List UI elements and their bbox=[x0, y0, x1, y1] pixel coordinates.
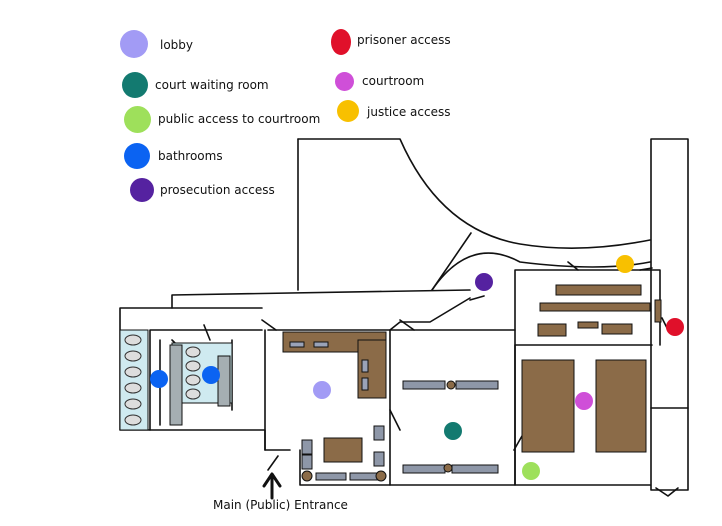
corridor-divider bbox=[431, 232, 472, 291]
lobby-marker bbox=[313, 381, 331, 399]
upper-hall-outline bbox=[297, 138, 651, 249]
sink bbox=[185, 388, 201, 400]
public-access-marker bbox=[522, 462, 540, 480]
location-markers bbox=[150, 255, 684, 480]
lobby-chair bbox=[373, 425, 385, 441]
toilet bbox=[124, 350, 142, 362]
prisoner-marker bbox=[666, 318, 684, 336]
waiting-bench bbox=[402, 464, 446, 474]
legend-dot-prisoner-access bbox=[331, 29, 351, 55]
waiting-bench bbox=[402, 380, 446, 390]
clerk-desk bbox=[539, 302, 651, 312]
counter-equipment bbox=[313, 341, 329, 348]
restroom-tile-left bbox=[119, 329, 149, 431]
main-entrance-label: Main (Public) Entrance bbox=[213, 498, 348, 512]
prosecution-marker bbox=[475, 273, 493, 291]
lobby-walls bbox=[264, 329, 391, 486]
waiting-room-marker bbox=[444, 422, 462, 440]
counter-equipment bbox=[361, 359, 369, 373]
counsel-table bbox=[577, 321, 599, 329]
toilet bbox=[124, 414, 142, 426]
counsel-table bbox=[601, 323, 633, 335]
legend-dot-bathrooms bbox=[124, 143, 150, 169]
courtroom-marker bbox=[575, 392, 593, 410]
counter-equipment bbox=[289, 341, 305, 348]
counter-equipment bbox=[361, 377, 369, 391]
legend-label-justice-access: justice access bbox=[367, 105, 451, 119]
stall-partition-2 bbox=[217, 355, 231, 407]
toilet bbox=[124, 398, 142, 410]
right-corridor-exit bbox=[655, 487, 679, 497]
waiting-bench bbox=[451, 464, 499, 474]
legend-label-prisoner-access: prisoner access bbox=[357, 33, 451, 47]
legend-label-court-waiting-room: court waiting room bbox=[155, 78, 269, 92]
legend-dot-public-access bbox=[124, 106, 151, 133]
legend-dot-courtroom bbox=[335, 72, 354, 91]
lobby-chair bbox=[373, 451, 385, 467]
jury-box-side bbox=[654, 299, 662, 323]
restroom-fixtures bbox=[119, 329, 233, 431]
gallery-seating-right bbox=[595, 359, 647, 453]
stall-partition bbox=[169, 344, 183, 426]
legend-dot-prosecution-access bbox=[130, 178, 154, 202]
lobby-plant bbox=[301, 470, 313, 482]
toilet bbox=[124, 366, 142, 378]
curved-corridor-lower bbox=[431, 252, 651, 291]
legend-label-prosecution-access: prosecution access bbox=[160, 183, 275, 197]
lobby-chair bbox=[301, 439, 313, 455]
sink bbox=[185, 374, 201, 386]
courtroom-walls bbox=[514, 344, 653, 486]
legend-dot-lobby bbox=[120, 30, 148, 58]
legend-label-courtroom: courtroom bbox=[362, 74, 425, 88]
toilet bbox=[124, 334, 142, 346]
justice-marker bbox=[616, 255, 634, 273]
bathroom-marker bbox=[202, 366, 220, 384]
lobby-chair bbox=[301, 454, 313, 470]
waiting-room-furniture bbox=[402, 380, 499, 474]
sink bbox=[185, 346, 201, 358]
toilet bbox=[124, 382, 142, 394]
bathroom-marker bbox=[150, 370, 168, 388]
judge-bench bbox=[555, 284, 642, 296]
sink bbox=[185, 360, 201, 372]
legend-dot-justice-access bbox=[337, 100, 359, 122]
courtroom-furniture bbox=[521, 284, 662, 453]
counsel-table bbox=[537, 323, 567, 337]
waiting-plant bbox=[446, 380, 456, 390]
legend-label-lobby: lobby bbox=[160, 38, 194, 52]
lobby-table bbox=[323, 437, 363, 463]
gallery-seating-left bbox=[521, 359, 575, 453]
lobby-furniture bbox=[282, 331, 387, 482]
legend-label-bathrooms: bathrooms bbox=[158, 149, 223, 163]
waiting-bench bbox=[455, 380, 499, 390]
right-corridor bbox=[650, 138, 689, 491]
lobby-bench bbox=[349, 472, 381, 481]
legend-dot-court-waiting-room bbox=[122, 72, 148, 98]
waiting-plant bbox=[443, 463, 453, 473]
entrance-arrow bbox=[262, 472, 282, 500]
lobby-plant bbox=[375, 470, 387, 482]
legend-label-public-access: public access to courtroom bbox=[158, 112, 321, 126]
public-hall-top bbox=[171, 297, 471, 331]
lobby-bench bbox=[315, 472, 347, 481]
